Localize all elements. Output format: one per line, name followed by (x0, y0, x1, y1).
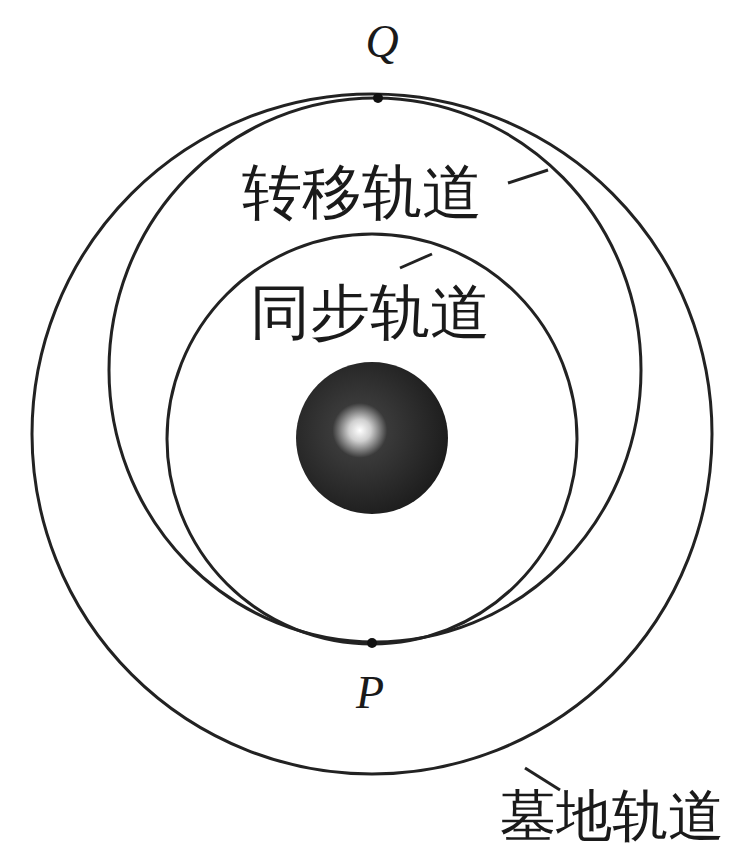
orbit-label: 墓地轨道 (497, 785, 727, 847)
earth (296, 362, 448, 514)
synchronous-orbit (167, 234, 577, 644)
point-label: P (353, 668, 387, 719)
point-q (373, 93, 383, 103)
orbit-label: 转移轨道 (239, 159, 485, 225)
point-p (367, 638, 377, 648)
leader-line (508, 170, 548, 183)
point-label: Q (362, 17, 401, 68)
transfer-orbit (109, 98, 641, 642)
graveyard-orbit (32, 94, 712, 774)
orbit-label: 同步轨道 (247, 279, 493, 345)
leader-line (400, 254, 432, 268)
